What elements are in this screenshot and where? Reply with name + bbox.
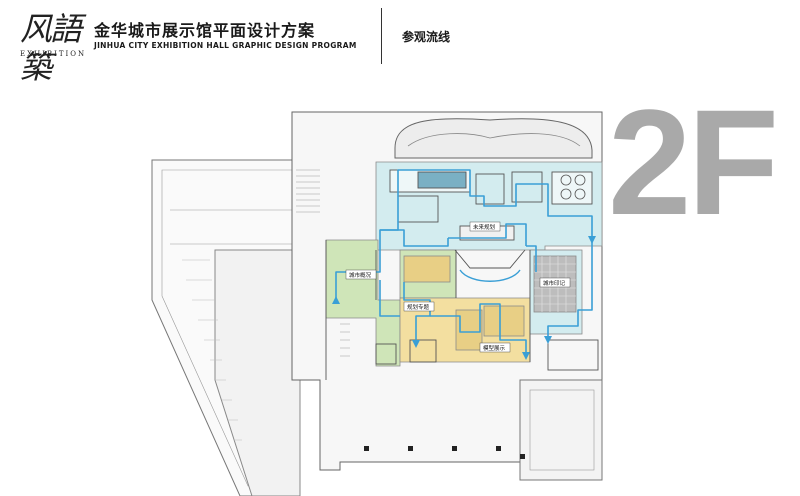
zone-labels: 城市概况 规划专题 未来规划 城市印记 模型展示 bbox=[345, 221, 571, 353]
logo-script: 风語築 bbox=[20, 10, 82, 86]
page-subtitle: JINHUA CITY EXHIBITION HALL GRAPHIC DESI… bbox=[94, 41, 357, 50]
floor-label: 2F bbox=[608, 78, 779, 246]
label-model-hall: 模型展示 bbox=[483, 344, 506, 352]
zone-yellow-3 bbox=[483, 305, 525, 337]
header: 风語築 EXHIBITION 金华城市展示馆平面设计方案 JINHUA CITY… bbox=[0, 0, 800, 86]
structural-columns bbox=[364, 446, 525, 459]
route-arrows bbox=[332, 236, 596, 360]
display-circles bbox=[560, 174, 586, 200]
section-title: 参观流线 bbox=[402, 30, 451, 44]
logo-subtitle: EXHIBITION bbox=[20, 50, 87, 58]
interior-walls bbox=[325, 169, 599, 380]
label-history-memory: 城市印记 bbox=[543, 279, 566, 287]
page-title: 金华城市展示馆平面设计方案 bbox=[94, 21, 316, 40]
label-future-planning: 未来规划 bbox=[473, 223, 495, 231]
zone-yellow-2 bbox=[403, 255, 451, 283]
label-planning-theme: 规划专题 bbox=[407, 303, 430, 311]
label-city-overview: 城市概况 bbox=[349, 271, 372, 279]
logo: 风語築 EXHIBITION bbox=[20, 10, 84, 86]
ramp-lines bbox=[182, 259, 242, 441]
header-divider bbox=[381, 8, 382, 64]
